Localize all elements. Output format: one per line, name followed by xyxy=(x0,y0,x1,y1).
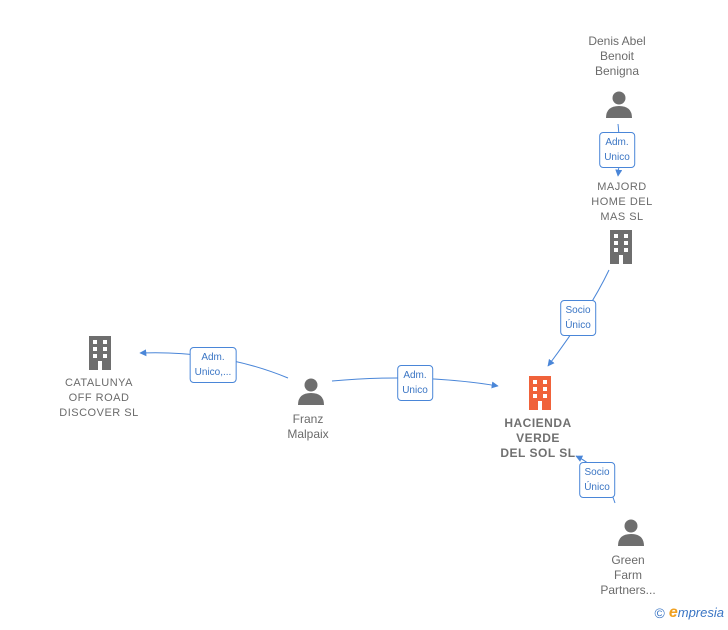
building-icon[interactable] xyxy=(606,230,636,264)
brand-logo[interactable]: empresia xyxy=(668,604,724,621)
edge-label-majord-hacienda[interactable]: Socio Único xyxy=(560,300,596,336)
edge-label-franz-catalunya[interactable]: Adm. Unico,... xyxy=(189,347,237,383)
person-icon[interactable] xyxy=(604,89,634,119)
edge-label-denis-majord[interactable]: Adm. Unico xyxy=(599,132,635,168)
person-icon[interactable] xyxy=(616,517,646,547)
copyright-icon: © xyxy=(654,605,665,621)
footer-brand: © empresia xyxy=(655,604,724,622)
building-icon[interactable] xyxy=(85,336,115,370)
node-label-franz[interactable]: Franz Malpaix xyxy=(287,412,329,441)
node-label-majord[interactable]: MAJORD HOME DEL MAS SL xyxy=(591,181,653,223)
node-label-green[interactable]: Green Farm Partners... xyxy=(600,553,656,597)
node-label-catalunya[interactable]: CATALUNYA OFF ROAD DISCOVER SL xyxy=(59,377,139,419)
edge-label-franz-hacienda[interactable]: Adm. Unico xyxy=(397,365,433,401)
building-icon-focus[interactable] xyxy=(525,376,555,410)
node-label-denis[interactable]: Denis Abel Benoit Benigna xyxy=(588,34,646,78)
edge-label-green-hacienda[interactable]: Socio Único xyxy=(579,462,615,498)
person-icon[interactable] xyxy=(296,376,326,406)
node-label-hacienda[interactable]: HACIENDA VERDE DEL SOL SL xyxy=(500,416,576,460)
